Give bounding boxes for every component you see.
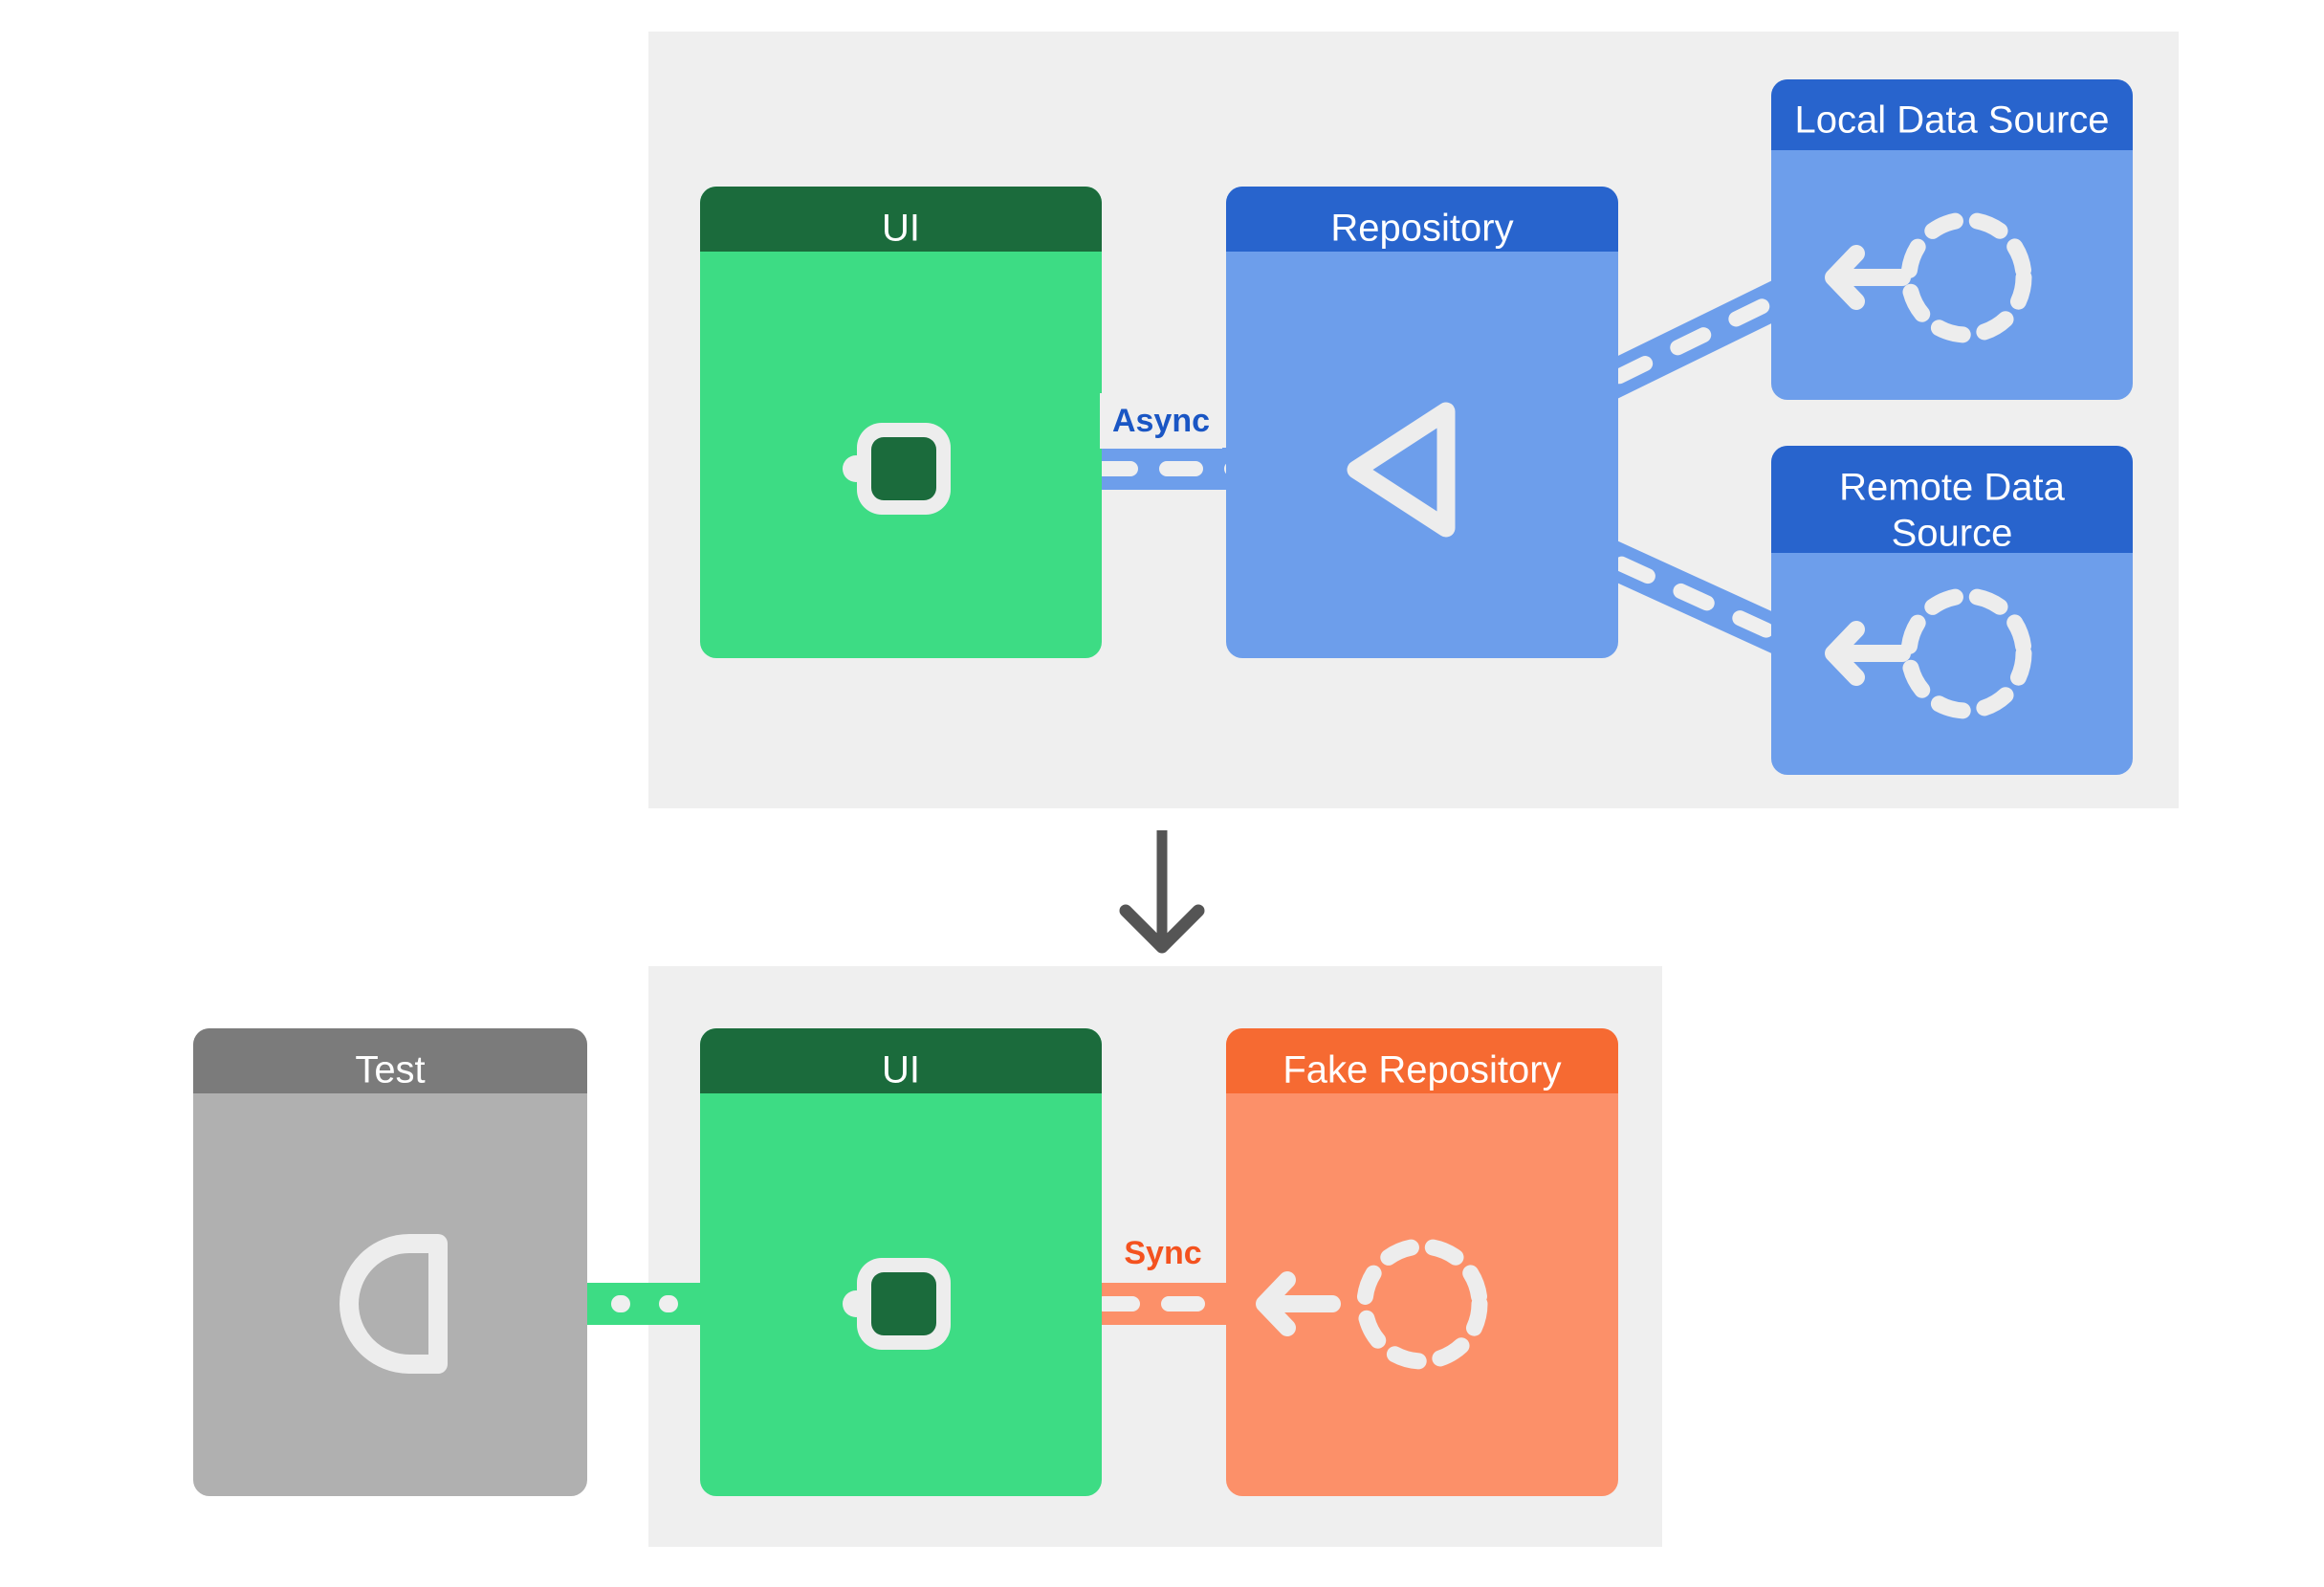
repository-box-header xyxy=(1226,187,1618,252)
repository-box-title: Repository xyxy=(1330,208,1513,250)
repository-play-triangle-icon xyxy=(1347,402,1456,538)
async-edge-label: Async xyxy=(1100,393,1222,449)
ui-box-production-header xyxy=(700,187,1102,252)
sync-label-text: Sync xyxy=(1124,1235,1201,1271)
ui-socket-square-icon xyxy=(843,423,951,515)
fake-repository-body xyxy=(1226,1028,1618,1496)
test-box-title: Test xyxy=(355,1049,425,1091)
test-architecture-panel: Test UI Fake Re xyxy=(193,966,1662,1547)
remote-data-source-title-line2: Source xyxy=(1892,513,2013,555)
fake-repo-dashed-circle-icon xyxy=(1356,1238,1488,1370)
fake-repo-left-arrow-icon xyxy=(1256,1271,1341,1336)
test-box-header xyxy=(193,1028,587,1093)
local-data-source-box[interactable]: Local Data Source xyxy=(1771,79,2133,400)
remote-source-left-arrow-icon xyxy=(1825,621,1911,686)
ui-box-test-header xyxy=(700,1028,1102,1093)
ui-box-production[interactable]: UI xyxy=(700,187,1102,658)
sync-edge-label: Sync xyxy=(1109,1225,1217,1281)
test-box[interactable]: Test xyxy=(193,1028,587,1496)
ui-box-production-title: UI xyxy=(882,208,920,250)
async-label-text: Async xyxy=(1112,403,1210,439)
fake-repository-box[interactable]: Fake Repository xyxy=(1226,1028,1618,1496)
local-data-source-header xyxy=(1771,79,2133,150)
ui-box-production-body xyxy=(700,187,1102,658)
remote-data-source-header xyxy=(1771,446,2133,553)
ui-socket-square-icon xyxy=(843,1258,951,1350)
local-source-dashed-circle-icon xyxy=(1900,211,2032,343)
local-data-source-body xyxy=(1771,79,2133,400)
test-socket-d-icon xyxy=(340,1234,448,1374)
fake-repository-title: Fake Repository xyxy=(1283,1049,1561,1091)
ui-box-test-title: UI xyxy=(882,1049,920,1091)
test-box-body xyxy=(193,1028,587,1496)
remote-data-source-title-line1: Remote Data xyxy=(1839,467,2065,509)
fake-repository-header xyxy=(1226,1028,1618,1093)
local-data-source-title: Local Data Source xyxy=(1794,99,2109,142)
production-architecture-panel: UI Repository L xyxy=(648,32,2179,808)
local-source-left-arrow-icon xyxy=(1825,245,1911,310)
remote-data-source-box[interactable]: Remote Data Source xyxy=(1771,446,2133,775)
remote-source-dashed-circle-icon xyxy=(1900,587,2032,719)
down-arrow-between-panels xyxy=(1119,830,1205,954)
repository-box[interactable]: Repository xyxy=(1226,187,1618,658)
